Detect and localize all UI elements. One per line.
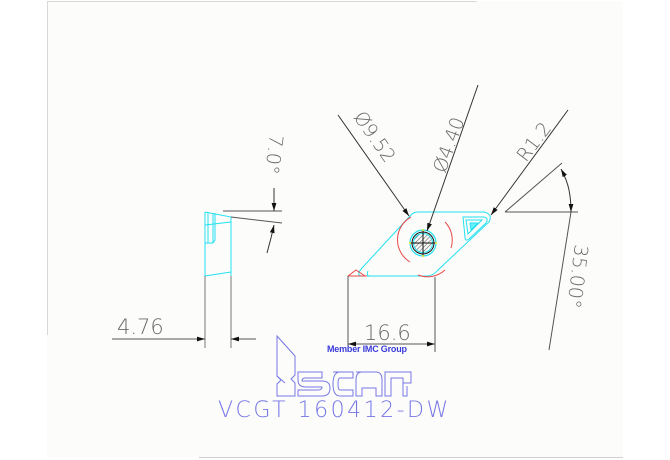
top-view: 16.6 Ø9.52 Ø4.40 R1.2 35.00°	[337, 84, 592, 352]
sheet-border-bottom	[199, 457, 623, 458]
sheet-border-left	[47, 1, 48, 335]
inscribed-circle-dimension: Ø9.52	[349, 107, 400, 167]
clearance-angle-dimension: 7.0°	[260, 133, 287, 175]
included-angle-dimension: 35.00°	[562, 243, 592, 309]
thickness-dimension: 4.76	[117, 315, 164, 339]
member-imc-group-text: Member IMC Group	[327, 344, 407, 354]
part-number: VCGT 160412-DW	[218, 398, 451, 423]
iscar-logo	[276, 334, 412, 397]
hole-diameter-dimension: Ø4.40	[429, 114, 469, 175]
edge-length-dimension: 16.6	[364, 321, 411, 345]
sheet-border-top	[47, 1, 477, 2]
side-view: 4.76 7.0°	[112, 133, 287, 348]
corner-radius-dimension: R1.2	[512, 118, 556, 166]
drawing-sheet	[47, 1, 623, 457]
